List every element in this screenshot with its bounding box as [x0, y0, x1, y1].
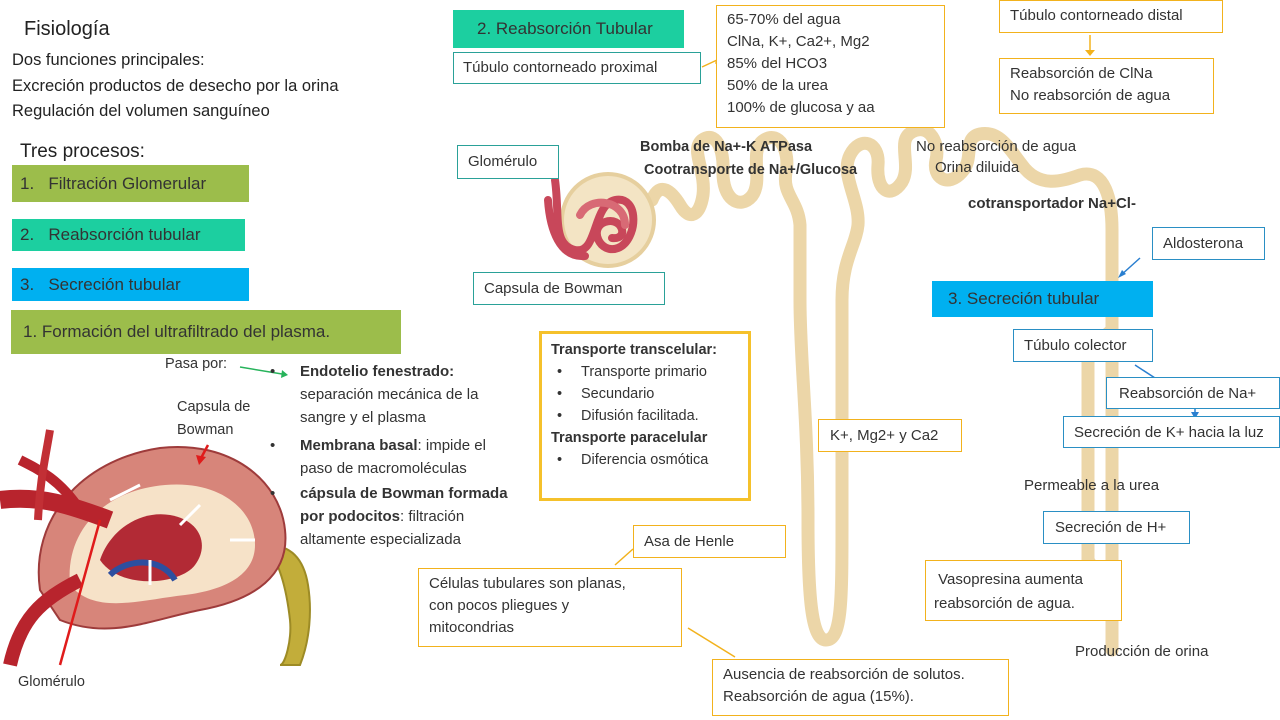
produccion-label: Producción de orina — [1075, 643, 1209, 660]
reabs-clna-line-2: No reabsorción de agua — [1010, 87, 1171, 104]
proceso-secrecion-label: 3. Secreción tubular — [20, 274, 181, 294]
asa-label: Asa de Henle — [644, 533, 735, 550]
transporte-box: Transporte transcelular: Transporte prim… — [539, 331, 751, 501]
secrecion-k-label: Secreción de K+ hacia la luz — [1074, 424, 1264, 441]
proceso-reabsorcion: 2. Reabsorción tubular — [12, 219, 245, 251]
glomerulus-shape — [544, 176, 638, 261]
proceso-filtracion: 1. Filtración Glomerular — [12, 165, 249, 202]
aldosterona-box: Aldosterona — [1152, 227, 1265, 260]
vasopresina-box: Vasopresina aumenta reabsorción de agua. — [925, 560, 1122, 621]
kmg-box: K+, Mg2+ y Ca2 — [818, 419, 962, 452]
proximal-item-4: 50% de la urea — [727, 77, 828, 94]
capsula-label-line-1: Capsula de — [177, 399, 251, 415]
bullet-capsula: • cápsula de Bowman formada por podocito… — [270, 485, 508, 548]
bullet-endotelio-line-2: sangre y el plasma — [300, 409, 426, 426]
vasopresina-line-1: Vasopresina aumenta — [934, 571, 1083, 588]
kmg-label: K+, Mg2+ y Ca2 — [830, 427, 939, 444]
glomerulo-box-label: Glomérulo — [468, 153, 538, 170]
bullet-membrana-inline: : impide el — [417, 437, 486, 454]
procesos-title: Tres procesos: — [20, 141, 145, 162]
formacion-label: 1. Formación del ultrafiltrado del plasm… — [23, 322, 331, 341]
celulas-line-2: con pocos pliegues y — [429, 597, 570, 614]
no-reabs-label: No reabsorción de agua — [916, 138, 1077, 155]
transporte-item-1: Transporte primario — [551, 361, 739, 383]
permeable-label: Permeable a la urea — [1024, 477, 1160, 494]
bullet-capsula-line-1: altamente especializada — [300, 531, 461, 548]
proximal-item-2: ClNa, K+, Ca2+, Mg2 — [727, 33, 870, 50]
ausencia-box: Ausencia de reabsorción de solutos. Reab… — [712, 659, 1009, 716]
bullet-endotelio-title: Endotelio fenestrado: — [300, 363, 455, 380]
reabs-clna-line-1: Reabsorción de ClNa — [1010, 65, 1153, 82]
glomerulo-label: Glomérulo — [18, 674, 85, 690]
filtracion-bullets: • Endotelio fenestrado: separación mecán… — [268, 360, 538, 551]
reabs-clna-box: Reabsorción de ClNa No reabsorción de ag… — [999, 58, 1214, 114]
capsula-label-line-2: Bowman — [177, 422, 234, 438]
secrecion-h-label: Secreción de H+ — [1055, 519, 1167, 536]
capsula-box: Capsula de Bowman — [473, 272, 665, 305]
celulas-line-1: Células tubulares son planas, — [429, 575, 626, 592]
proceso-reabsorcion-label: 2. Reabsorción tubular — [20, 225, 201, 244]
bullet-capsula-inline: : filtración — [400, 508, 465, 525]
asa-box: Asa de Henle — [633, 525, 786, 558]
secrecion-header: 3. Secreción tubular — [932, 281, 1153, 317]
page-title: Fisiología — [24, 18, 110, 40]
arrows-orange — [614, 35, 1091, 658]
cotransporte-label: Cootransporte de Na+/Glucosa — [644, 162, 858, 178]
reabs-na-label: Reabsorción de Na+ — [1119, 385, 1257, 402]
bullet-membrana-line-1: paso de macromoléculas — [300, 460, 467, 477]
proximal-item-1: 65-70% del agua — [727, 11, 841, 28]
glomerulo-box: Glomérulo — [457, 145, 559, 179]
reabs-na-box: Reabsorción de Na+ — [1106, 377, 1280, 409]
bomba-label: Bomba de Na+-K ATPasa — [640, 139, 813, 155]
vasopresina-line-2: reabsorción de agua. — [934, 595, 1075, 612]
aldosterona-label: Aldosterona — [1163, 235, 1244, 252]
secrecion-k-box: Secreción de K+ hacia la luz — [1063, 416, 1280, 448]
funciones-line-1: Dos funciones principales: — [12, 51, 205, 69]
celulas-line-3: mitocondrias — [429, 619, 515, 636]
ausencia-line-1: Ausencia de reabsorción de solutos. — [723, 666, 965, 683]
colector-label: Túbulo colector — [1024, 337, 1127, 354]
proximal-item-5: 100% de glucosa y aa — [727, 99, 875, 116]
bullet-membrana-title: Membrana basal — [300, 437, 418, 454]
reabsorcion-header-label: 2. Reabsorción Tubular — [477, 19, 653, 38]
transporte-title-2: Transporte paracelular — [551, 430, 708, 446]
transporte-item-4: Diferencia osmótica — [551, 449, 739, 471]
renal-corpuscle-illustration — [0, 429, 311, 667]
orina-diluida-label: Orina diluida — [935, 159, 1020, 176]
distal-box: Túbulo contorneado distal — [999, 0, 1223, 33]
proximal-list-box: 65-70% del agua ClNa, K+, Ca2+, Mg2 85% … — [716, 5, 945, 128]
formacion-banner: 1. Formación del ultrafiltrado del plasm… — [11, 310, 401, 354]
transporte-item-3: Difusión facilitada. — [551, 405, 739, 427]
proximal-label: Túbulo contorneado proximal — [463, 59, 658, 76]
celulas-box: Células tubulares son planas, con pocos … — [418, 568, 682, 647]
bullet-endotelio-line-1: separación mecánica de la — [300, 386, 479, 403]
colector-box: Túbulo colector — [1013, 329, 1153, 362]
distal-label: Túbulo contorneado distal — [1010, 7, 1183, 24]
secrecion-header-label: 3. Secreción tubular — [948, 289, 1100, 308]
transporte-title-1: Transporte transcelular: — [551, 342, 717, 358]
funciones-line-2: Excreción productos de desecho por la or… — [12, 77, 339, 95]
bullet-membrana: • Membrana basal: impide el paso de macr… — [270, 437, 486, 477]
bullet-capsula-title: cápsula de Bowman formada — [300, 485, 508, 502]
bullet-endotelio: • Endotelio fenestrado: separación mecán… — [270, 363, 479, 426]
funciones-line-3: Regulación del volumen sanguíneo — [12, 102, 270, 120]
proceso-filtracion-label: 1. Filtración Glomerular — [20, 173, 207, 193]
proceso-secrecion: 3. Secreción tubular — [12, 268, 249, 301]
capsula-box-label: Capsula de Bowman — [484, 280, 623, 297]
cotransportador-label: cotransportador Na+Cl- — [968, 195, 1136, 212]
secrecion-h-box: Secreción de H+ — [1043, 511, 1190, 544]
transporte-item-2: Secundario — [551, 383, 739, 405]
ausencia-line-2: Reabsorción de agua (15%). — [723, 688, 914, 705]
bullet-capsula-title-2: por podocitos — [300, 508, 400, 525]
proximal-item-3: 85% del HCO3 — [727, 55, 828, 72]
proximal-box: Túbulo contorneado proximal — [453, 52, 701, 84]
reabsorcion-header: 2. Reabsorción Tubular — [453, 10, 684, 48]
pasa-por-label: Pasa por: — [165, 356, 228, 372]
